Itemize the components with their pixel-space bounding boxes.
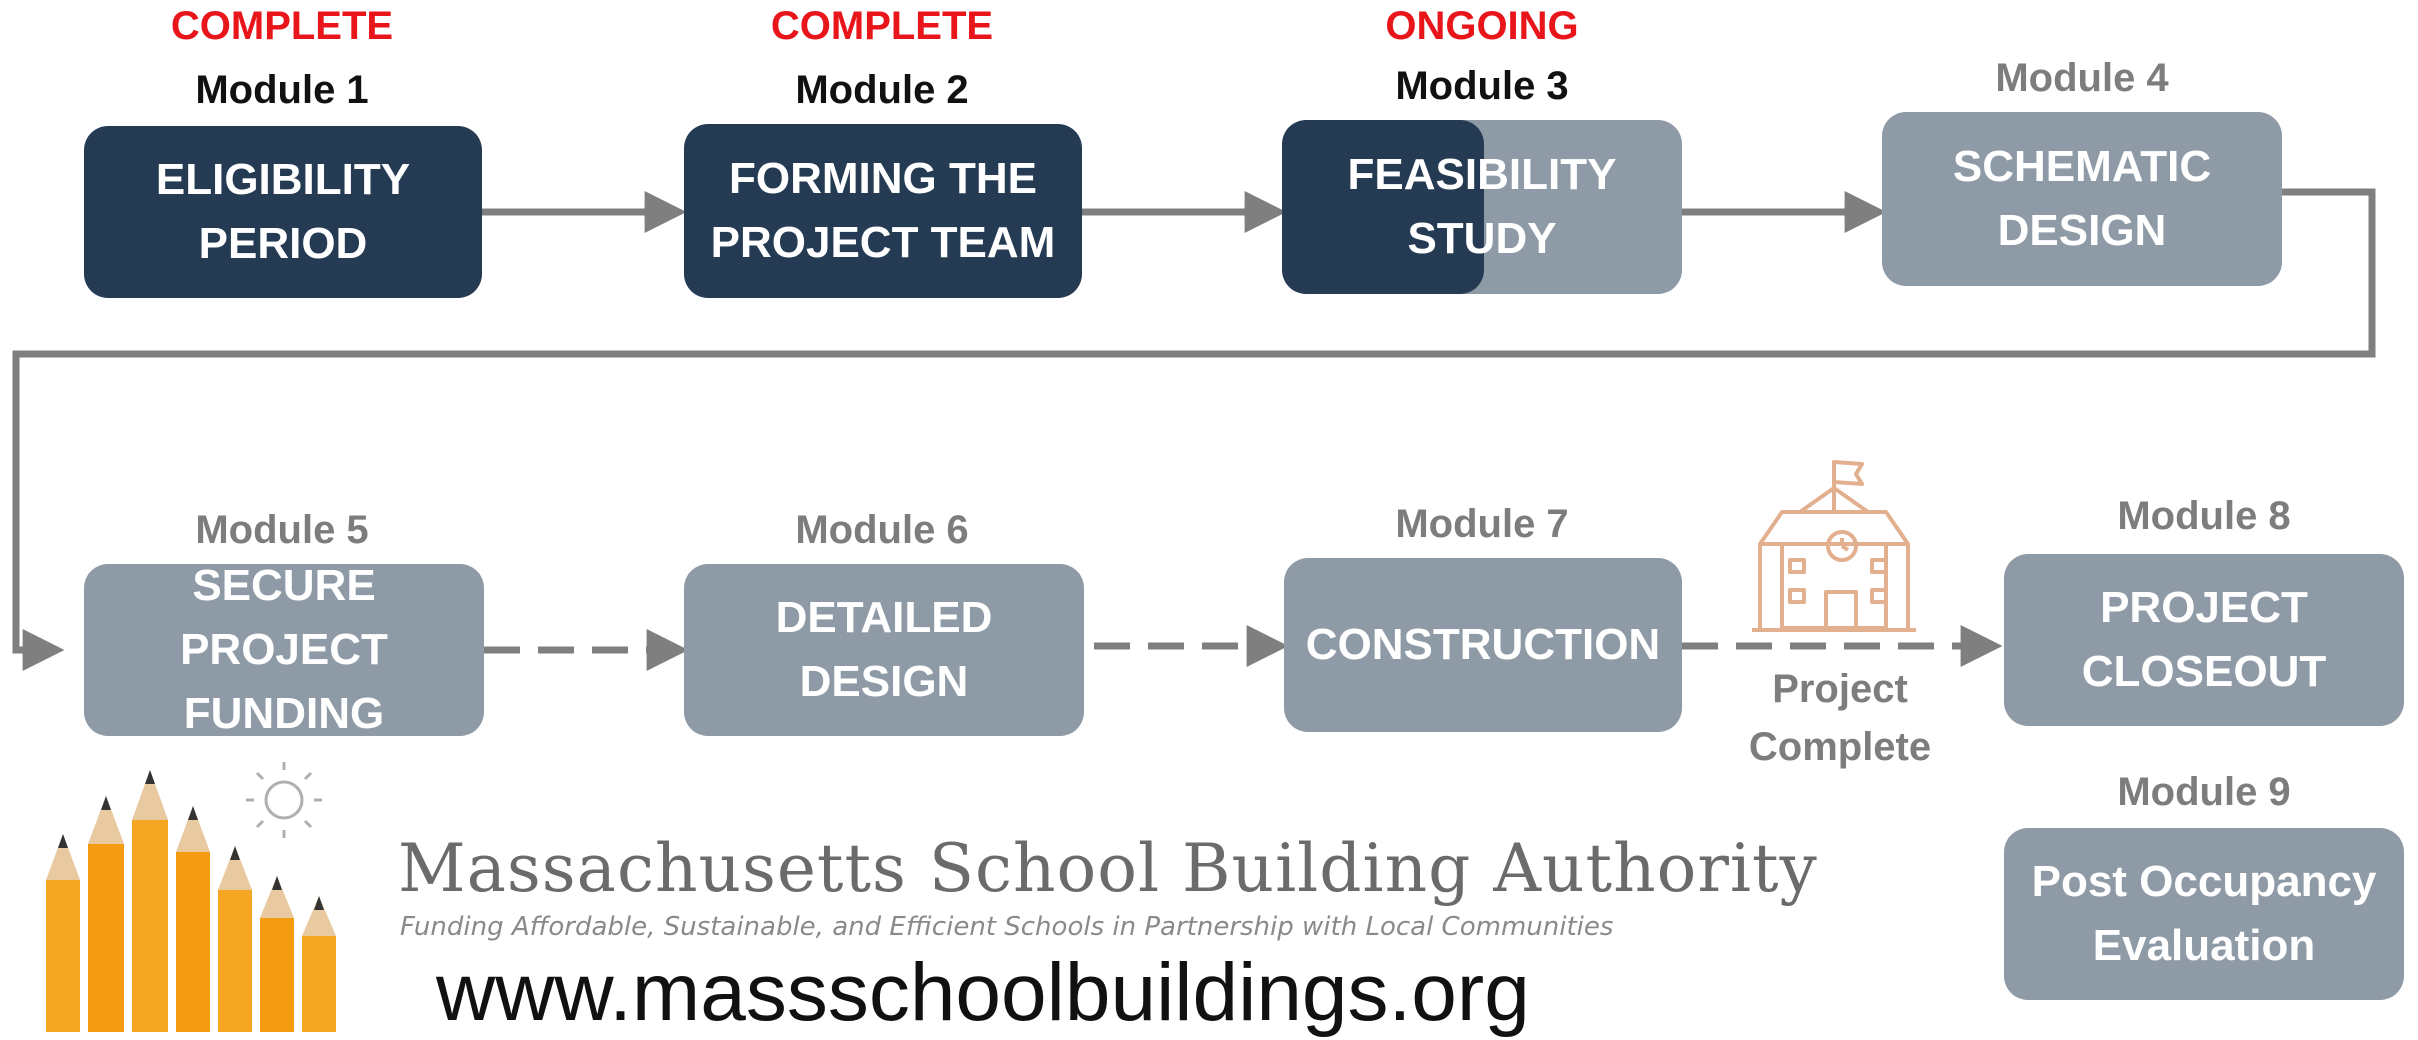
pencils-icon xyxy=(46,762,336,1032)
sun-icon xyxy=(246,762,322,838)
module-9-label: Module 9 xyxy=(2117,770,2291,814)
connector-m4-m5 xyxy=(12,188,2376,671)
module-1-title-line-1: ELIGIBILITY xyxy=(155,155,411,204)
module-6-box: DETAILED DESIGN xyxy=(684,564,1084,736)
module-4-box: SCHEMATIC DESIGN xyxy=(1882,112,2282,286)
module-7-title-line-1: CONSTRUCTION xyxy=(1305,620,1661,669)
module-8-box: PROJECT CLOSEOUT xyxy=(2004,554,2404,726)
module-6-label: Module 6 xyxy=(795,508,969,552)
module-2-title-line-2: PROJECT TEAM xyxy=(710,218,1056,267)
project-complete-label: Project Complete xyxy=(1700,660,1980,776)
module-5-box: SECURE PROJECT FUNDING xyxy=(84,564,484,736)
module-2-label: Module 2 xyxy=(795,68,969,112)
msba-tagline: Funding Affordable, Sustainable, and Eff… xyxy=(400,912,1614,942)
module-8-title-line-1: PROJECT xyxy=(2100,583,2308,632)
module-8-title-line-2: CLOSEOUT xyxy=(2081,647,2327,696)
module-8-label: Module 8 xyxy=(2117,494,2291,538)
module-3-title-line-2: STUDY xyxy=(1407,214,1557,263)
module-4-label: Module 4 xyxy=(1995,56,2169,100)
module-7-label: Module 7 xyxy=(1395,502,1569,546)
website-url[interactable]: www.massschoolbuildings.org xyxy=(436,947,1530,1038)
module-3-progress-fill xyxy=(1282,120,1484,294)
project-complete-line-2: Complete xyxy=(1748,725,1932,769)
module-1-label: Module 1 xyxy=(195,68,369,112)
module-5-title-line-2: FUNDING xyxy=(183,689,385,736)
module-3-box: FEASIBILITY STUDY xyxy=(1282,120,1682,294)
module-1-box: ELIGIBILITY PERIOD xyxy=(84,126,482,298)
module-1-title-line-2: PERIOD xyxy=(198,219,368,268)
module-2-title-line-1: FORMING THE xyxy=(729,154,1037,203)
module-2-box: FORMING THE PROJECT TEAM xyxy=(684,124,1082,298)
module-4-title-line-1: SCHEMATIC xyxy=(1952,142,2212,191)
module-9-title-line-2: Evaluation xyxy=(2092,921,2316,970)
module-4-title-line-2: DESIGN xyxy=(1997,206,2167,255)
project-complete-line-1: Project xyxy=(1772,667,1908,711)
module-5-title-line-1: SECURE PROJECT xyxy=(180,564,388,674)
status-module-1: COMPLETE xyxy=(170,4,394,48)
school-house-icon xyxy=(1752,460,1916,632)
module-3-label: Module 3 xyxy=(1395,64,1569,108)
status-module-3: ONGOING xyxy=(1385,4,1579,48)
module-9-title-line-1: Post Occupancy xyxy=(2031,857,2377,906)
module-6-title-line-1: DETAILED xyxy=(775,593,993,642)
module-5-label: Module 5 xyxy=(195,508,369,552)
msba-logo-banner xyxy=(0,740,1650,1032)
module-7-box: CONSTRUCTION xyxy=(1284,558,1682,732)
msba-title: Massachusetts School Building Authority xyxy=(398,830,1818,907)
module-3-title-line-1: FEASIBILITY xyxy=(1347,150,1617,199)
status-module-2: COMPLETE xyxy=(770,4,994,48)
module-6-title-line-2: DESIGN xyxy=(799,657,969,706)
